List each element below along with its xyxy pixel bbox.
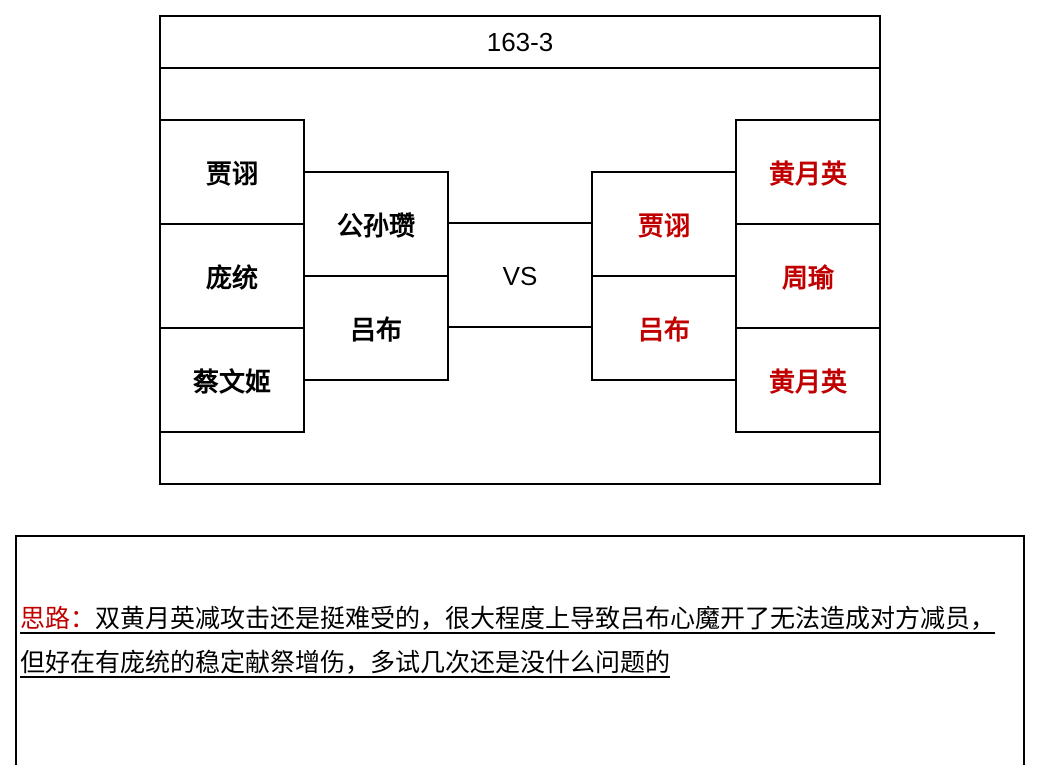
right-back-slot-3: 黄月英 (735, 327, 881, 433)
right-front-slot-1: 贾诩 (591, 171, 737, 277)
note-body: 双黄月英减攻击还是挺难受的，很大程度上导致吕布心魔开了无法造成对方减员，但好在有… (20, 604, 996, 677)
left-back-slot-3: 蔡文姬 (159, 327, 305, 433)
note-text: 思路：双黄月英减攻击还是挺难受的，很大程度上导致吕布心魔开了无法造成对方减员，但… (20, 597, 1020, 685)
left-back-slot-2: 庞统 (159, 223, 305, 329)
left-back-slot-1: 贾诩 (159, 119, 305, 225)
right-front-slot-2: 吕布 (591, 275, 737, 381)
connector-line-top (303, 222, 737, 224)
connector-line-bottom (303, 326, 737, 328)
left-front-slot-1: 公孙瓒 (303, 171, 449, 277)
right-back-slot-2: 周瑜 (735, 223, 881, 329)
lineup-title: 163-3 (486, 26, 554, 57)
vs-label: VS (502, 260, 538, 291)
title-divider (159, 67, 881, 69)
note-box (15, 535, 1025, 765)
left-front-slot-2: 吕布 (303, 275, 449, 381)
right-back-slot-1: 黄月英 (735, 119, 881, 225)
note-label: 思路： (20, 604, 96, 633)
